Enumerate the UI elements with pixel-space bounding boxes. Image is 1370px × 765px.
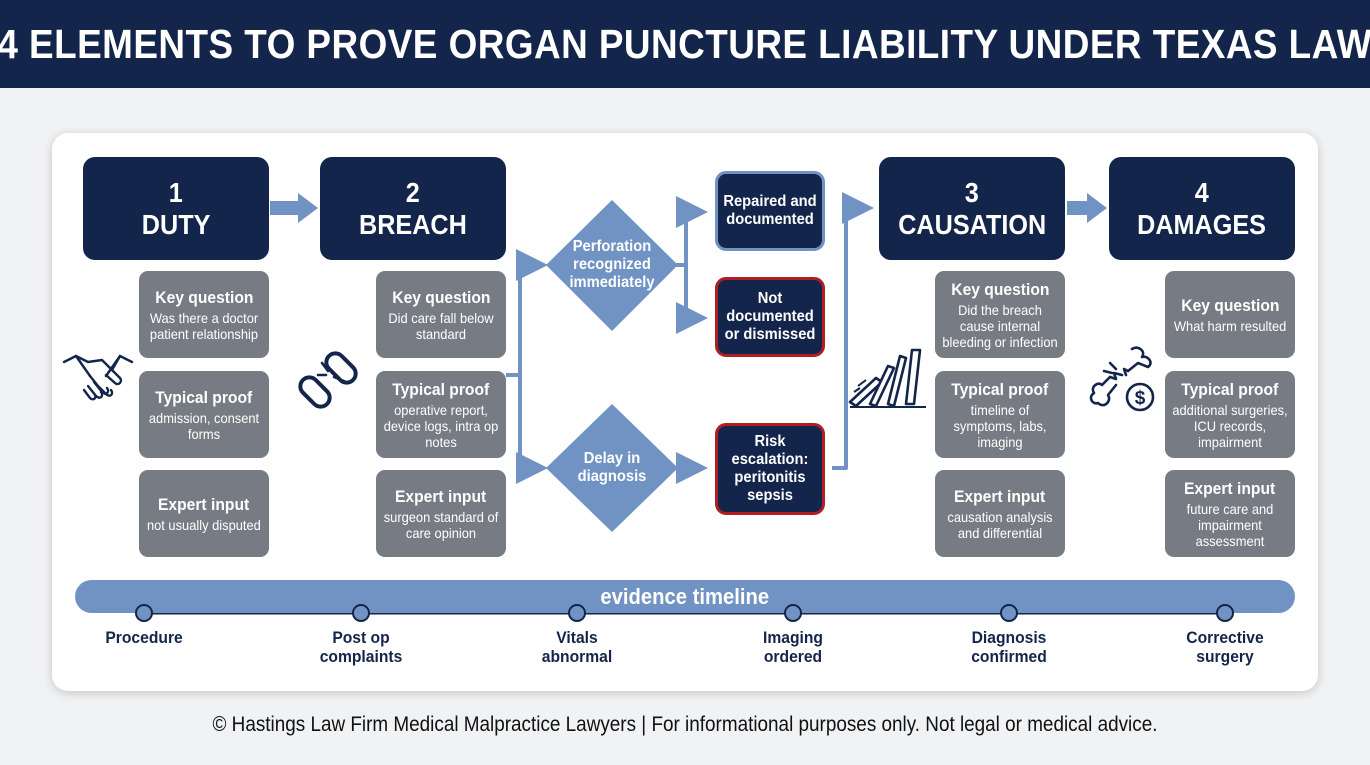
card-heading: Key question [1180, 295, 1280, 315]
timeline-event: Post op complaints [291, 628, 431, 666]
timeline-event: Vitals abnormal [507, 628, 647, 666]
card-body: What harm resulted [1173, 317, 1287, 334]
card-body: Was there a doctor patient relationship [149, 309, 259, 342]
card-heading: Typical proof [1181, 379, 1279, 399]
decision-delay-label: Delay in diagnosis [577, 450, 647, 485]
timeline-dot [352, 604, 370, 622]
stage-name: DUTY [141, 208, 211, 240]
svg-text:$: $ [1135, 388, 1146, 409]
card-body: additional surgeries, ICU records, impai… [1172, 401, 1288, 450]
timeline-dot [784, 604, 802, 622]
stage-damages: 4 DAMAGES [1109, 157, 1295, 260]
timeline-event: Procedure [74, 628, 214, 647]
timeline-event-label: Corrective surgery [1186, 628, 1264, 666]
timeline-event: Imaging ordered [723, 628, 863, 666]
outcome-not-documented: Not documented or dismissed [715, 277, 825, 357]
connector-to-repaired [676, 196, 708, 267]
connector-risk-to-causation [832, 192, 874, 470]
outcome-label: Risk escalation: peritonitis sepsis [731, 433, 809, 504]
stage-number: 4 [1194, 176, 1210, 208]
timeline-event: Corrective surgery [1155, 628, 1295, 666]
card-causation-typical-proof: Typical proof timeline of symptoms, labs… [935, 371, 1065, 458]
card-damages-typical-proof: Typical proof additional surgeries, ICU … [1165, 371, 1295, 458]
card-breach-key-question: Key question Did care fall below standar… [376, 271, 506, 358]
card-duty-key-question: Key question Was there a doctor patient … [139, 271, 269, 358]
page-title: 4 ELEMENTS TO PROVE ORGAN PUNCTURE LIABI… [0, 20, 1370, 67]
timeline-dot [1216, 604, 1234, 622]
card-causation-expert-input: Expert input causation analysis and diff… [935, 470, 1065, 557]
falling-dominoes-icon [848, 348, 926, 408]
card-body: admission, consent forms [148, 409, 260, 442]
card-body: Did care fall below standard [388, 309, 494, 342]
timeline-event: Diagnosis confirmed [939, 628, 1079, 666]
card-duty-typical-proof: Typical proof admission, consent forms [139, 371, 269, 458]
card-heading: Expert input [158, 494, 250, 514]
card-heading: Key question [391, 287, 491, 307]
card-body: Did the breach cause internal bleeding o… [942, 301, 1058, 350]
card-body: future care and impairment assessment [1186, 500, 1274, 549]
handshake-icon [62, 354, 134, 401]
stage-number: 3 [964, 176, 980, 208]
card-heading: Expert input [1184, 478, 1276, 498]
arrow-causation-damages [1067, 193, 1107, 223]
outcome-label: Repaired and documented [723, 193, 817, 228]
timeline-event-label: Vitals abnormal [541, 628, 613, 666]
card-breach-typical-proof: Typical proof operative report, device l… [376, 371, 506, 458]
broken-bone-dollar-icon: $ [1089, 346, 1155, 412]
decision-perforation-label: Perforation recognized immediately [569, 238, 655, 291]
card-body: causation analysis and differential [947, 508, 1053, 541]
title-banner: 4 ELEMENTS TO PROVE ORGAN PUNCTURE LIABI… [0, 0, 1370, 88]
card-heading: Key question [154, 287, 254, 307]
card-body: timeline of symptoms, labs, imaging [953, 401, 1047, 450]
card-body: not usually disputed [147, 516, 261, 533]
card-causation-key-question: Key question Did the breach cause intern… [935, 271, 1065, 358]
connector-breach-to-perforation [506, 249, 548, 377]
broken-chain-icon [298, 351, 358, 409]
card-heading: Typical proof [392, 379, 490, 399]
outcome-repaired-documented: Repaired and documented [715, 171, 825, 251]
card-heading: Typical proof [155, 387, 253, 407]
card-duty-expert-input: Expert input not usually disputed [139, 470, 269, 557]
stage-name: BREACH [359, 208, 467, 240]
stage-breach: 2 BREACH [320, 157, 506, 260]
card-breach-expert-input: Expert input surgeon standard of care op… [376, 470, 506, 557]
evidence-timeline-bar: evidence timeline [75, 580, 1295, 613]
footer-text: © Hastings Law Firm Medical Malpractice … [212, 713, 1158, 736]
timeline-label: evidence timeline [600, 583, 770, 609]
timeline-dot [568, 604, 586, 622]
footer-disclaimer: © Hastings Law Firm Medical Malpractice … [0, 713, 1370, 737]
card-heading: Expert input [395, 486, 487, 506]
timeline-event-label: Post op complaints [319, 628, 403, 666]
timeline-dot [1000, 604, 1018, 622]
timeline-event-label: Imaging ordered [763, 628, 823, 666]
stage-name: DAMAGES [1137, 208, 1267, 240]
outcome-label: Not documented or dismissed [724, 290, 816, 343]
decision-diamond-perforation [546, 200, 678, 331]
decision-diamond-delay [546, 404, 678, 532]
card-heading: Typical proof [951, 379, 1049, 399]
connector-breach-to-delay [506, 373, 548, 484]
stage-number: 2 [405, 176, 421, 208]
stage-number: 1 [168, 176, 184, 208]
arrow-duty-breach [270, 193, 318, 223]
stage-name: CAUSATION [898, 208, 1046, 240]
connector-to-not-documented [676, 263, 708, 334]
card-heading: Expert input [954, 486, 1046, 506]
card-heading: Key question [950, 279, 1050, 299]
timeline-event-label: Diagnosis confirmed [971, 628, 1047, 666]
outcome-risk-escalation: Risk escalation: peritonitis sepsis [715, 423, 825, 515]
card-body: operative report, device logs, intra op … [383, 401, 499, 450]
card-body: surgeon standard of care opinion [383, 508, 499, 541]
card-damages-key-question: Key question What harm resulted [1165, 271, 1295, 358]
timeline-event-label: Procedure [105, 628, 183, 647]
card-damages-expert-input: Expert input future care and impairment … [1165, 470, 1295, 557]
timeline-dot [135, 604, 153, 622]
stage-causation: 3 CAUSATION [879, 157, 1065, 260]
stage-duty: 1 DUTY [83, 157, 269, 260]
